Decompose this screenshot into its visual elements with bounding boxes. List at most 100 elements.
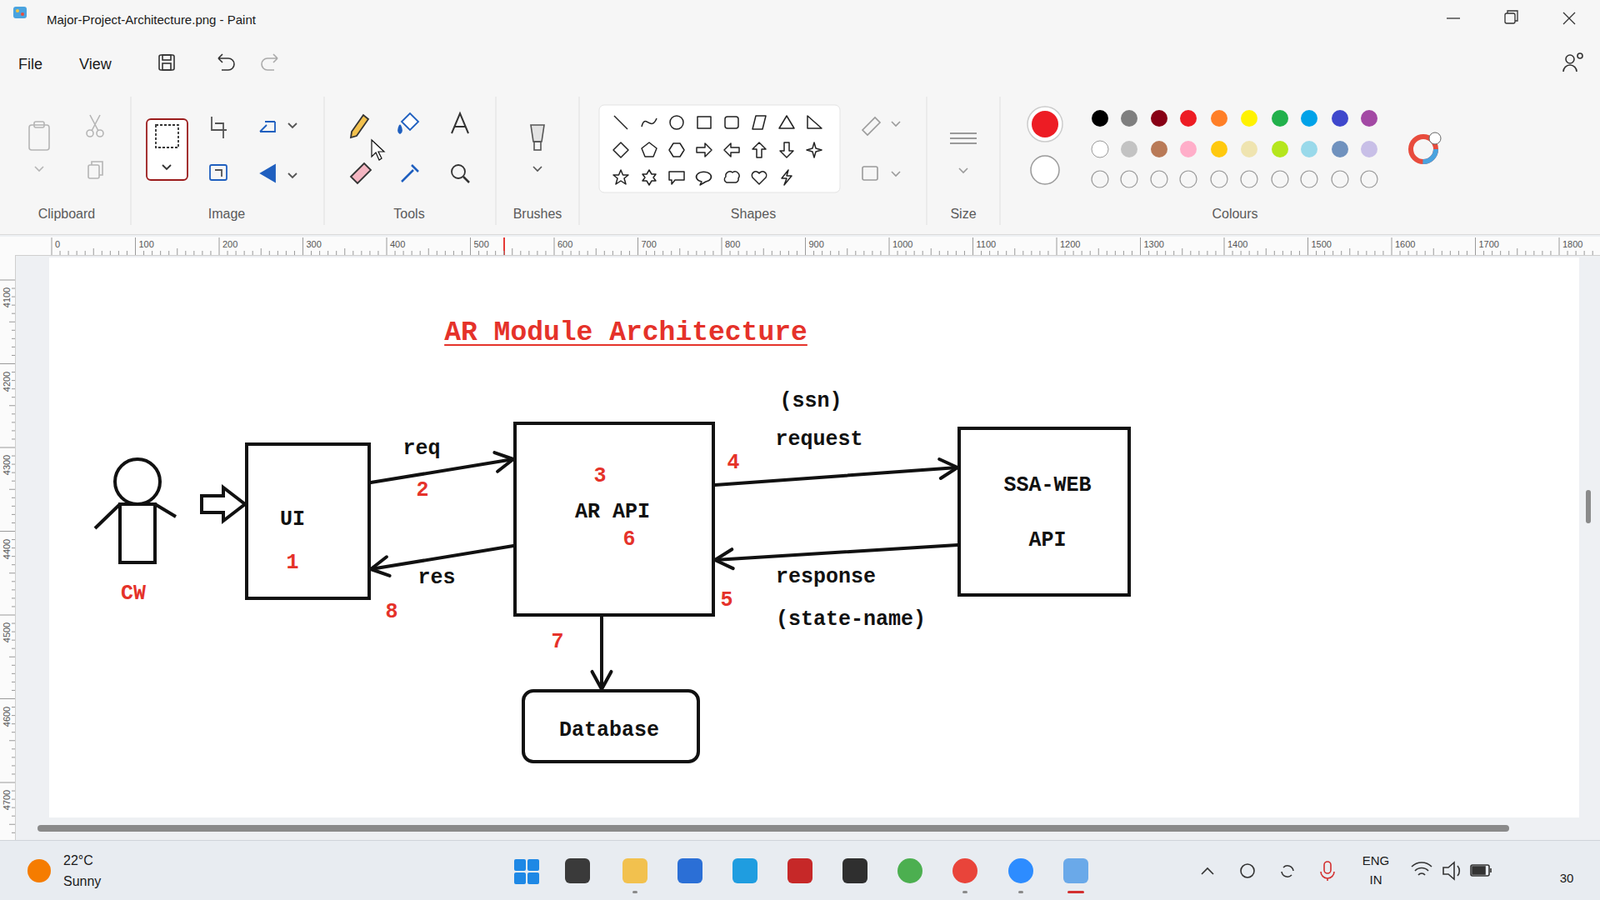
colour-swatch bbox=[1210, 170, 1228, 188]
tool-icons bbox=[350, 115, 369, 138]
clipboard-icons bbox=[29, 115, 104, 179]
ruler-tick bbox=[763, 248, 765, 255]
ruler-tick bbox=[1106, 250, 1108, 255]
ruler-tick bbox=[780, 250, 781, 255]
ruler-tick bbox=[11, 396, 15, 398]
image-icons bbox=[146, 116, 297, 182]
ruler-tick bbox=[637, 237, 639, 255]
shape-icon bbox=[697, 116, 711, 129]
ruler-tick bbox=[922, 250, 924, 255]
ruler-tick bbox=[1559, 237, 1560, 255]
shape-icon bbox=[725, 116, 739, 129]
start-button bbox=[527, 859, 540, 871]
ruler-tick bbox=[0, 698, 15, 700]
ruler-tick bbox=[1224, 237, 1225, 255]
colour-swatch bbox=[1240, 110, 1258, 127]
ruler-number: 600 bbox=[557, 239, 573, 250]
ruler-tick bbox=[545, 250, 546, 255]
ruler-tick bbox=[0, 782, 15, 784]
ruler-tick bbox=[897, 250, 899, 255]
outline-fill-icons bbox=[950, 133, 977, 144]
ruler-tick bbox=[11, 296, 15, 298]
window-controls bbox=[20, 12, 25, 16]
shape-icon bbox=[669, 171, 685, 185]
ruler-tick bbox=[1115, 250, 1116, 255]
ribbon-separators bbox=[324, 96, 325, 225]
ruler-tick bbox=[11, 706, 15, 708]
colour-swatch bbox=[1271, 110, 1289, 127]
ruler-tick bbox=[369, 250, 370, 255]
tray-icons bbox=[1240, 864, 1255, 878]
ruler-tick bbox=[695, 250, 697, 255]
ruler-tick bbox=[0, 280, 15, 281]
clipboard-icons bbox=[96, 130, 104, 137]
ruler-tick bbox=[327, 250, 329, 255]
ruler-tick bbox=[1123, 250, 1125, 255]
clipboard-icons bbox=[34, 121, 45, 128]
colour-swatch bbox=[1150, 170, 1168, 188]
colour-swatch bbox=[1271, 170, 1289, 188]
ruler-tick bbox=[1458, 250, 1460, 255]
tray-icons bbox=[1472, 866, 1485, 875]
shape-icons bbox=[613, 115, 822, 185]
shape-icon bbox=[642, 170, 656, 185]
edge-label: req bbox=[400, 437, 443, 462]
ruler-tick bbox=[1382, 250, 1384, 255]
selected-colour bbox=[1031, 110, 1059, 138]
shape-icon bbox=[641, 118, 657, 127]
ruler-tick bbox=[118, 250, 120, 255]
ruler-tick bbox=[143, 250, 145, 255]
shape-icon bbox=[641, 142, 657, 157]
actor-figure bbox=[120, 504, 155, 563]
arrow-head bbox=[939, 459, 958, 479]
ruler-tick bbox=[68, 250, 70, 255]
shape-icon bbox=[724, 171, 740, 183]
ruler-tick bbox=[445, 250, 446, 255]
shape-icon bbox=[751, 171, 766, 185]
ruler-number: 1500 bbox=[1311, 239, 1332, 250]
ruler-tick bbox=[11, 338, 15, 340]
ruler-tick bbox=[11, 690, 15, 691]
ruler-tick bbox=[1181, 248, 1183, 255]
ruler-tick bbox=[11, 438, 15, 440]
shape-icon bbox=[613, 142, 629, 158]
ruler-tick bbox=[595, 248, 597, 255]
ruler-tick bbox=[9, 740, 15, 741]
ruler-number: 700 bbox=[641, 239, 657, 250]
ruler-tick bbox=[277, 250, 279, 255]
ruler-tick bbox=[1014, 248, 1015, 255]
app-icon bbox=[565, 858, 590, 884]
taskbar-icons bbox=[514, 858, 1089, 894]
box-label: Database bbox=[559, 719, 660, 743]
connector-arrow bbox=[715, 459, 958, 485]
image-icons bbox=[162, 165, 171, 170]
brush-icon bbox=[530, 125, 545, 142]
ruler-tick bbox=[528, 250, 530, 255]
ruler-tick bbox=[1541, 250, 1543, 255]
ruler-number: 1200 bbox=[1060, 239, 1080, 250]
ruler-tick bbox=[503, 250, 505, 255]
box-label: UI bbox=[280, 508, 305, 532]
process-box: 3AR API6 bbox=[513, 421, 715, 617]
ruler-number: 4600 bbox=[1, 705, 13, 726]
tool-icons bbox=[371, 140, 385, 160]
colour-swatch bbox=[1331, 110, 1349, 127]
shape-icon bbox=[670, 115, 684, 130]
ruler-number: 100 bbox=[139, 239, 155, 250]
shape-icon bbox=[806, 142, 822, 158]
callout-number: 4 bbox=[726, 451, 740, 476]
shape-icon bbox=[696, 143, 712, 157]
ruler-tick bbox=[1265, 248, 1267, 255]
ruler-tick bbox=[244, 250, 245, 255]
ruler-tick bbox=[796, 250, 798, 255]
ruler-tick bbox=[1491, 250, 1493, 255]
ruler-tick bbox=[662, 250, 664, 255]
ruler-tick bbox=[11, 313, 15, 315]
paint-window bbox=[0, 840, 1600, 900]
image-icons bbox=[260, 165, 275, 182]
ruler-tick bbox=[1215, 250, 1216, 255]
ruler-tick bbox=[1500, 250, 1501, 255]
shape-icon bbox=[670, 115, 684, 130]
colour-wheel bbox=[1429, 132, 1441, 145]
